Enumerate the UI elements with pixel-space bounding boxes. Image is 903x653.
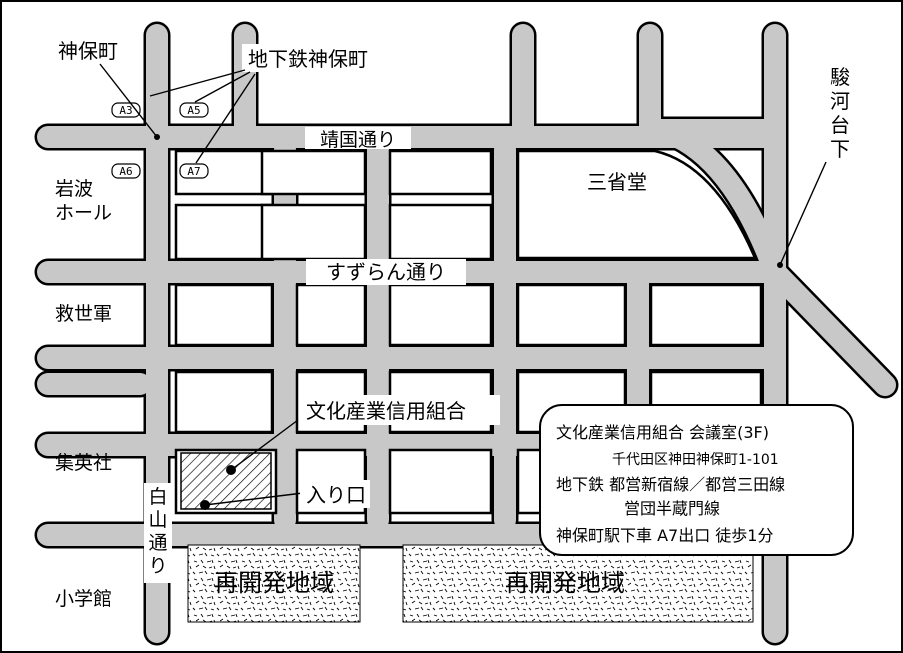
info-directions: 神保町駅下車 A7出口 徒歩1分 [556,526,773,545]
street-hakusan-3: 通 [148,532,167,554]
redevelopment-label-2: 再開発地域 [505,569,625,597]
landmark-sanseido: 三省堂 [587,170,647,194]
info-hanzomon: 営団半蔵門線 [624,499,720,518]
leader-lines [99,63,827,506]
info-venue: 文化産業信用組合 会議室(3F) [556,423,769,442]
info-subway-lines: 地下鉄 都営新宿線／都営三田線 [556,475,785,494]
exit-a7-badge [179,163,209,179]
landmark-kyuseigun: 救世軍 [55,303,112,325]
redevelopment-area-1 [187,544,361,623]
exit-a5: A5 [187,104,200,117]
exit-a6-badge [111,163,141,179]
entrance-label-bg [300,480,370,508]
landmark-iwanami-1: 岩波 [55,178,93,200]
redevelopment-area-2 [402,544,754,623]
street-hakusan-2: 山 [148,509,167,531]
redevelopment-label-1: 再開発地域 [214,569,334,597]
street-suzuran: すずらん通り [326,260,446,284]
street-hakusan-4: り [148,555,167,577]
suzuran-bg [306,259,466,285]
landmark-iwanami-2: ホール [55,202,112,224]
station-jinbocho: 神保町 [58,39,118,63]
entrance-marker [200,500,210,510]
venue-marker [226,465,236,475]
yasukuni-bg [305,127,411,149]
landmark-shueisha: 集英社 [55,452,112,474]
station-surugadai-4: 下 [830,137,850,161]
station-surugadai-3: 台 [830,113,850,137]
landmark-shogakukan: 小学館 [55,588,112,610]
jinbocho-dot [154,134,160,140]
info-box [539,404,854,556]
entrance-label: 入り口 [306,483,366,507]
venue-building [180,452,272,510]
exit-a5-badge [179,102,209,118]
exit-a3: A3 [119,104,132,117]
station-surugadai-2: 河 [830,89,850,113]
info-address: 千代田区神田神保町1-101 [612,452,779,468]
venue-label: 文化産業信用組合 [306,399,466,423]
street-hakusan-1: 白 [148,486,167,508]
exit-a6: A6 [119,165,132,178]
hakusan-bg [144,483,172,583]
surugadai-dot [777,262,783,268]
venue-label-bg [300,395,500,425]
exit-a7: A7 [187,165,200,178]
street-yasukuni: 靖国通り [320,129,396,151]
station-subway-jinbocho: 地下鉄神保町 [248,47,368,71]
subway-label-bg [242,44,388,72]
station-surugadai-1: 駿 [830,65,850,89]
